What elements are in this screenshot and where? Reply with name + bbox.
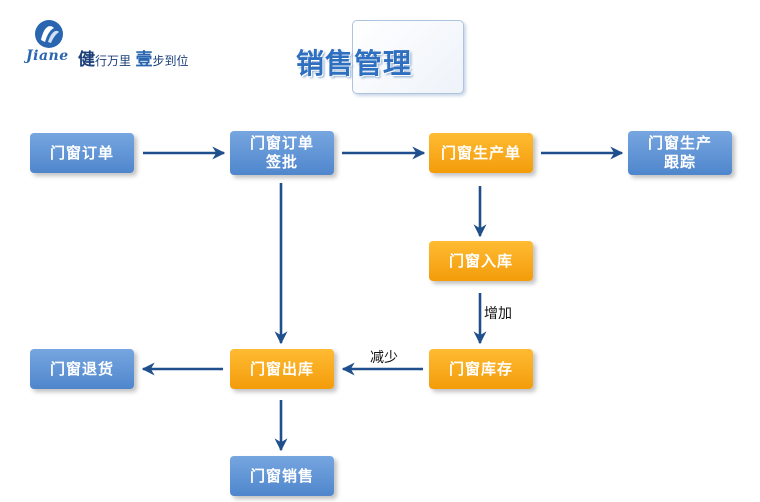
logo-wordmark: Jiane [26, 48, 69, 64]
company-logo: Jiane 健行万里 壹步到位 [26, 18, 226, 70]
title-plate: 销售管理 [296, 20, 464, 94]
node-return-label: 门窗退货 [49, 359, 114, 378]
node-tracking[interactable]: 门窗生产 跟踪 [628, 131, 732, 175]
node-stock-out[interactable]: 门窗出库 [230, 349, 334, 389]
node-production[interactable]: 门窗生产单 [429, 133, 533, 173]
slogan-part-4: 步到位 [152, 54, 189, 68]
logo-slogan: 健行万里 壹步到位 [78, 45, 188, 70]
logo-emblem-icon [35, 20, 63, 48]
node-sales-label: 门窗销售 [249, 466, 314, 485]
node-stock-in[interactable]: 门窗入库 [429, 241, 533, 281]
node-inventory[interactable]: 门窗库存 [429, 349, 533, 389]
node-approve[interactable]: 门窗订单 签批 [230, 131, 334, 175]
node-stock-out-label: 门窗出库 [249, 359, 314, 378]
node-order-label: 门窗订单 [49, 143, 114, 162]
page-title: 销售管理 [296, 47, 413, 80]
slogan-part-3: 壹 [135, 50, 153, 70]
edge-label-decrease: 减少 [370, 350, 398, 366]
node-order[interactable]: 门窗订单 [30, 133, 134, 173]
node-sales[interactable]: 门窗销售 [230, 456, 334, 496]
node-approve-label: 门窗订单 签批 [249, 134, 314, 171]
node-production-label: 门窗生产单 [440, 143, 521, 162]
node-stock-in-label: 门窗入库 [448, 251, 513, 270]
title-plate-backdrop [352, 20, 464, 94]
edge-label-increase: 增加 [484, 306, 512, 322]
slogan-part-1: 健 [78, 50, 95, 70]
node-inventory-label: 门窗库存 [448, 359, 513, 378]
node-tracking-label: 门窗生产 跟踪 [647, 134, 712, 171]
slogan-part-2: 行万里 [95, 54, 132, 68]
node-return[interactable]: 门窗退货 [30, 349, 134, 389]
